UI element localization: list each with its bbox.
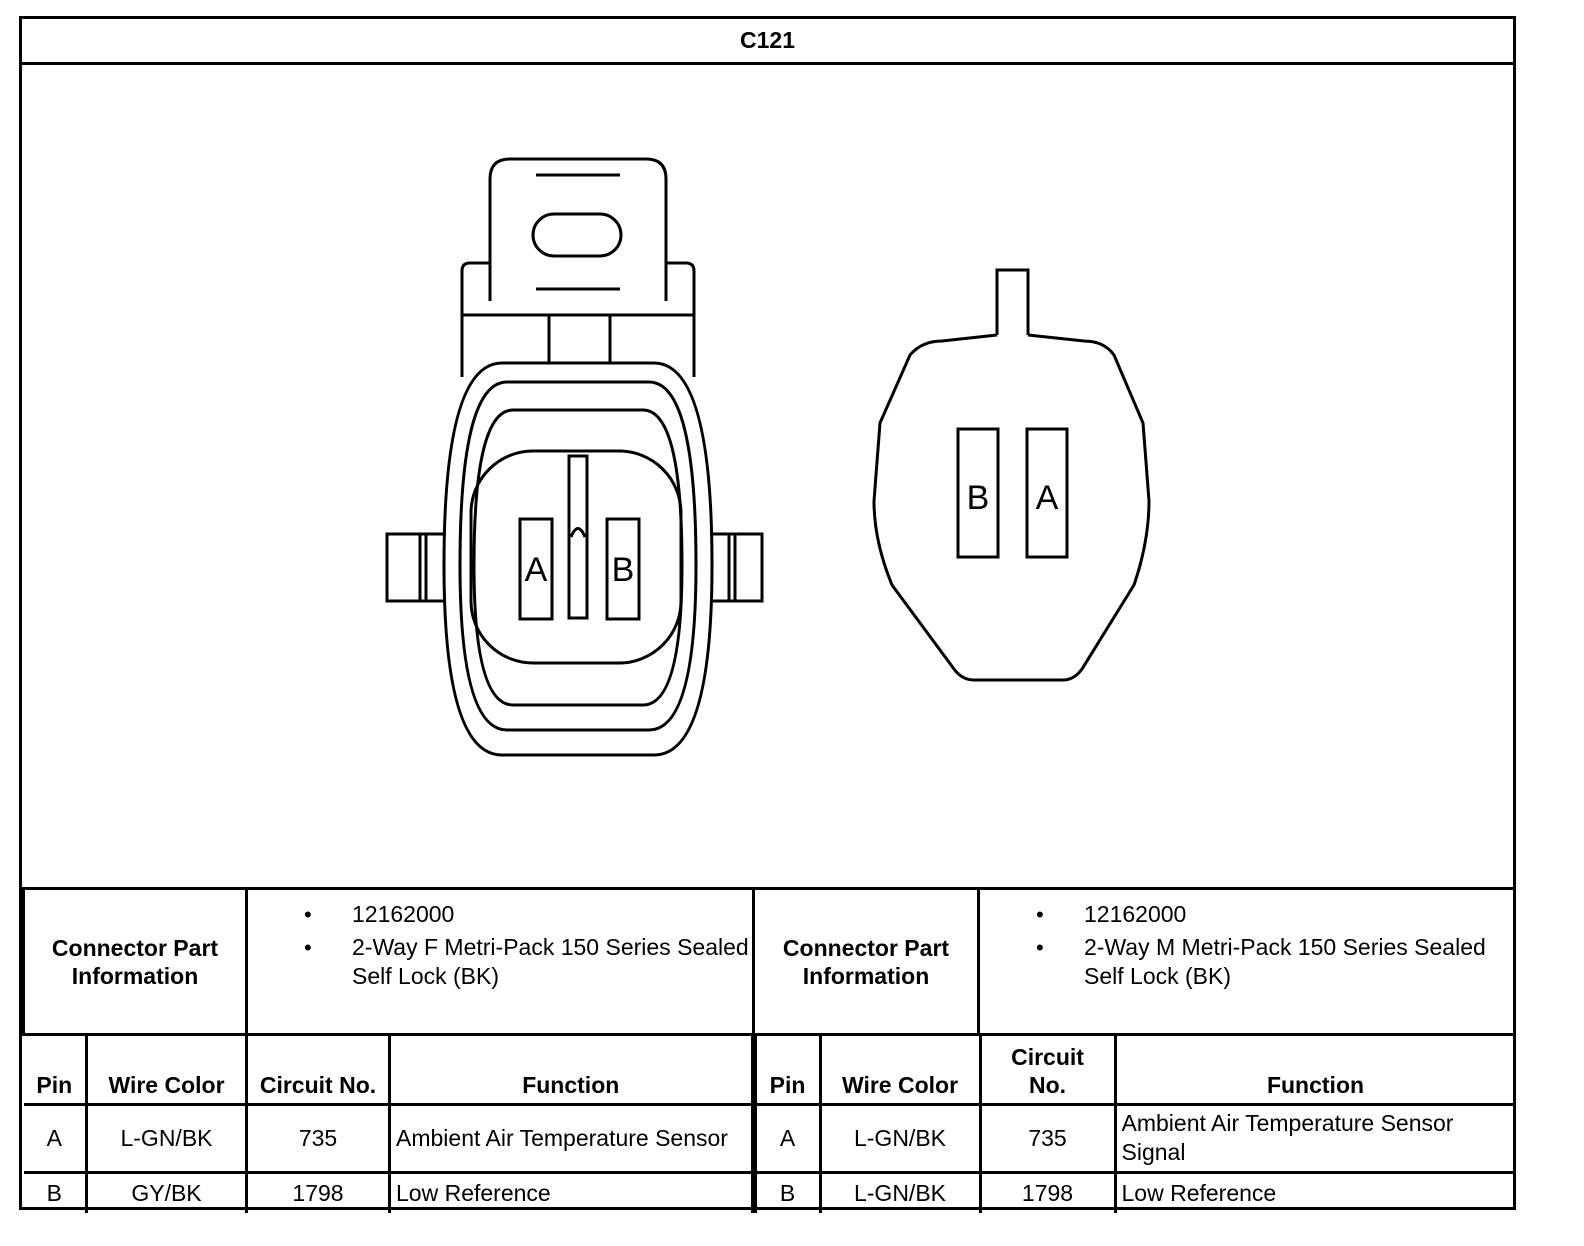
connector-info-table: Connector Part Information 12162000 2-Wa… xyxy=(22,887,1516,1213)
function-cell: Low Reference xyxy=(1113,1170,1515,1213)
part-number-right: 12162000 xyxy=(980,900,1513,929)
wire-color-cell: L-GN/BK xyxy=(818,1102,982,1174)
female-pin-a-label: A xyxy=(525,551,548,589)
table-row: A L-GN/BK 735 Ambient Air Temperature Se… xyxy=(753,1102,1515,1174)
part-info-left: 12162000 2-Way F Metri-Pack 150 Series S… xyxy=(245,887,755,1036)
pinout-right-cell: Pin Wire Color Circuit No. Function A L-… xyxy=(753,1035,1515,1213)
header-pin: Pin xyxy=(23,1036,88,1106)
wire-color-cell: GY/BK xyxy=(85,1170,248,1213)
male-connector xyxy=(872,268,1151,682)
pin-cell: A xyxy=(753,1102,822,1174)
header-wire-color: Wire Color xyxy=(818,1036,982,1106)
pin-cell: B xyxy=(753,1170,822,1213)
pinout-left-cell: Pin Wire Color Circuit No. Function A L-… xyxy=(23,1035,754,1213)
part-info-right: 12162000 2-Way M Metri-Pack 150 Series S… xyxy=(977,887,1516,1036)
connector-drawing: A B B A xyxy=(385,157,1151,757)
part-description-right: 2-Way M Metri-Pack 150 Series Sealed Sel… xyxy=(980,933,1513,991)
connector-sheet: C121 xyxy=(19,16,1516,1213)
pin-cell: A xyxy=(23,1102,88,1174)
connector-title: C121 xyxy=(22,19,1513,65)
female-pin-b-label: B xyxy=(612,551,635,589)
part-number-left: 12162000 xyxy=(248,900,752,929)
wire-color-cell: L-GN/BK xyxy=(85,1102,248,1174)
header-pin: Pin xyxy=(753,1036,822,1106)
connector-diagram: A B B A xyxy=(22,65,1513,887)
function-cell: Low Reference xyxy=(388,1170,754,1213)
pinout-table-right: Pin Wire Color Circuit No. Function A L-… xyxy=(753,1036,1515,1213)
part-description-left: 2-Way F Metri-Pack 150 Series Sealed Sel… xyxy=(248,933,752,991)
function-cell: Ambient Air Temperature Sensor xyxy=(388,1102,754,1174)
circuit-cell: 735 xyxy=(978,1102,1117,1174)
header-function: Function xyxy=(388,1036,754,1106)
table-row: B GY/BK 1798 Low Reference xyxy=(23,1170,754,1213)
male-pin-b-label: B xyxy=(967,479,990,517)
table-row: B L-GN/BK 1798 Low Reference xyxy=(753,1170,1515,1213)
connector-part-label-left: Connector Part Information xyxy=(22,887,248,1036)
pinout-row: Pin Wire Color Circuit No. Function A L-… xyxy=(23,1035,1515,1213)
wire-color-cell: L-GN/BK xyxy=(818,1170,982,1213)
part-info-row: Connector Part Information 12162000 2-Wa… xyxy=(22,887,1516,1036)
circuit-cell: 1798 xyxy=(978,1170,1117,1213)
header-wire-color: Wire Color xyxy=(85,1036,248,1106)
header-circuit: Circuit No. xyxy=(978,1036,1117,1106)
male-pin-a-label: A xyxy=(1036,479,1059,517)
pin-cell: B xyxy=(23,1170,88,1213)
circuit-cell: 735 xyxy=(245,1102,391,1174)
circuit-cell: 1798 xyxy=(245,1170,391,1213)
pinout-table-left: Pin Wire Color Circuit No. Function A L-… xyxy=(23,1036,754,1213)
table-row: A L-GN/BK 735 Ambient Air Temperature Se… xyxy=(23,1102,754,1174)
header-circuit: Circuit No. xyxy=(245,1036,391,1106)
header-function: Function xyxy=(1113,1036,1515,1106)
function-cell: Ambient Air Temperature Sensor Signal xyxy=(1113,1102,1515,1174)
connector-part-label-right: Connector Part Information xyxy=(752,887,980,1036)
female-connector xyxy=(385,157,764,757)
